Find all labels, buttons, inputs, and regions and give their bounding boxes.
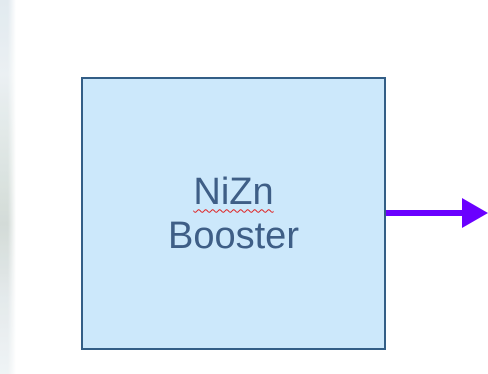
output-arrowhead: [462, 198, 488, 228]
background-photo-edge: [0, 0, 16, 374]
block-label-line-2: Booster: [168, 214, 299, 257]
nizn-booster-block: NiZn Booster: [81, 77, 386, 350]
output-arrow: [386, 198, 488, 228]
block-label-line-1: NiZn: [193, 170, 274, 213]
